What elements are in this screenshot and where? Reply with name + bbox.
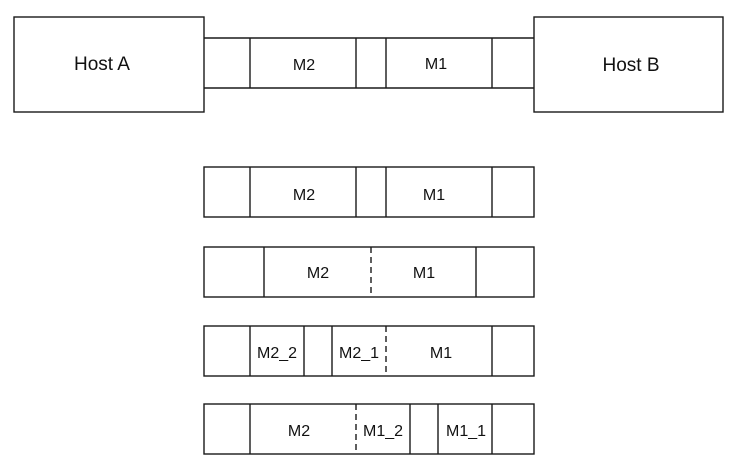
segment-m1: M1 [423, 187, 445, 204]
host-a: Host A [13, 16, 205, 113]
row-frame [203, 325, 535, 377]
segment-row-2: M2 M1 [203, 246, 535, 298]
segment-m1-2: M1_2 [363, 423, 403, 440]
host-a-box [13, 16, 205, 113]
segment-m2: M2 [288, 423, 310, 440]
segment-m2: M2 [307, 265, 329, 282]
segment-m2-1: M2_1 [339, 345, 379, 362]
host-b-label: Host B [602, 55, 659, 76]
channel: M2 M1 [204, 37, 534, 89]
host-a-label: Host A [74, 54, 130, 75]
segment-m2: M2 [293, 187, 315, 204]
segment-row-3: M2_2 M2_1 M1 [203, 325, 535, 377]
host-b: Host B [533, 16, 724, 113]
row-frame [203, 246, 535, 298]
host-b-box [533, 16, 724, 113]
segment-row-1: M2 M1 [203, 166, 535, 218]
channel-segment-m1: M1 [425, 56, 447, 73]
segment-row-4: M2 M1_2 M1_1 [203, 403, 535, 455]
segment-m2-2: M2_2 [257, 345, 297, 362]
row-frame [203, 403, 535, 455]
segment-m1: M1 [413, 265, 435, 282]
channel-segment-m2: M2 [293, 57, 315, 74]
segment-m1: M1 [430, 345, 452, 362]
segment-m1-1: M1_1 [446, 423, 486, 440]
row-frame [203, 166, 535, 218]
